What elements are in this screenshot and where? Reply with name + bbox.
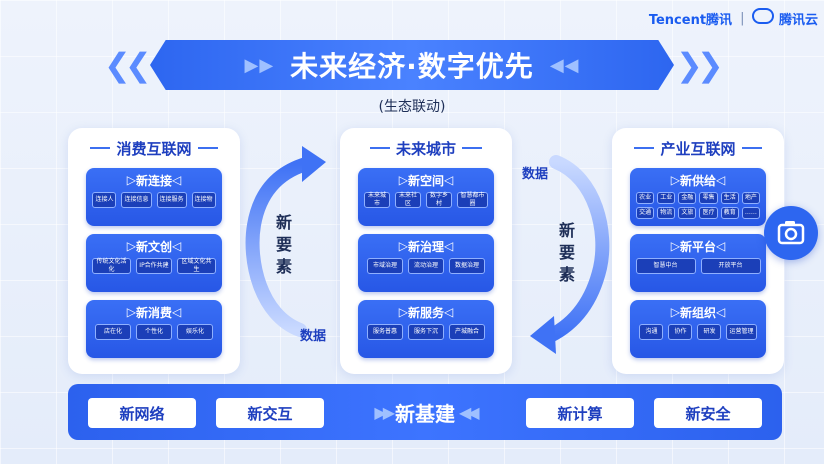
chip: 零售 — [699, 192, 718, 204]
chip: 连接物 — [191, 192, 216, 208]
chip: 数据治理 — [449, 258, 485, 274]
card-title: 新服务 — [407, 305, 444, 320]
title-dash — [741, 147, 762, 149]
chip: 智慧中台 — [635, 258, 696, 274]
chip: …… — [741, 207, 760, 219]
cloud-icon — [752, 8, 775, 24]
chip: 金融 — [678, 192, 697, 204]
chip: 市域治理 — [367, 258, 403, 274]
brand-logo: Tencent腾讯 | 腾讯云 — [649, 8, 818, 28]
card-title: 新消费 — [135, 305, 172, 320]
double-arrow-left-icon: ◀◀ — [459, 402, 480, 422]
chip: 未来社区 — [395, 192, 421, 208]
subtitle: (生态联动) — [378, 99, 446, 115]
chip: 服务下沉 — [408, 324, 444, 340]
logo-separator: | — [740, 10, 745, 26]
right-new-elements-label: 新 要 素 — [558, 221, 575, 284]
chip: 物流 — [657, 207, 676, 219]
chip: 区域文化共生 — [177, 258, 216, 274]
foundation-item-new-security: 新安全 — [654, 398, 762, 428]
chip: 连接信息 — [121, 192, 152, 208]
panel-title: 消费互联网 — [116, 139, 192, 158]
banner-arrow-right-icon: ▶▶ — [244, 54, 275, 76]
chip: 店在化 — [95, 324, 131, 340]
data-label-bottom: 数据 — [300, 329, 327, 344]
card-title: 新平台 — [679, 239, 716, 254]
chip: 工业 — [657, 192, 676, 204]
card-new-cultural-creative: ▷ 新文创 ◁ 传统文化活化 IP合作共建 区域文化共生 — [86, 234, 222, 292]
double-arrow-right-icon: ▶▶ — [374, 402, 395, 422]
card-new-consumption: ▷ 新消费 ◁ 店在化 个性化 娱乐化 — [86, 300, 222, 358]
panel-title: 未来城市 — [395, 139, 456, 158]
chip: 运营管理 — [726, 324, 757, 340]
card-new-connection: ▷ 新连接 ◁ 连接人 连接信息 连接服务 连接物 — [86, 168, 222, 226]
title-dash — [369, 147, 390, 149]
card-new-space: ▷ 新空间 ◁ 未来城市 未来社区 数字乡村 智慧都市圈 — [358, 168, 494, 226]
card-new-service: ▷ 新服务 ◁ 服务普惠 服务下沉 产城融合 — [358, 300, 494, 358]
card-title: 新空间 — [407, 173, 444, 188]
title-dash — [197, 147, 218, 149]
foundation-item-new-computing: 新计算 — [526, 398, 634, 428]
left-chevrons-icon: ❮❮ — [104, 46, 152, 84]
card-title: 新连接 — [135, 173, 172, 188]
panel-industrial-internet: 产业互联网 ▷ 新供给 ◁ 农业 工业 金融 零售 生活 地产 交通 物流 文旅… — [612, 128, 784, 374]
chip: 数字乡村 — [426, 192, 452, 208]
tencent-logo: Tencent腾讯 — [648, 12, 733, 28]
chip: 协作 — [668, 324, 693, 340]
chip: 连接人 — [92, 192, 117, 208]
chip: 流动治理 — [408, 258, 444, 274]
chip: 研发 — [697, 324, 722, 340]
chip: IP合作共建 — [136, 258, 172, 274]
camera-icon — [777, 221, 805, 245]
foundation-bar: 新网络 新交互 ▶▶ 新基建 ◀◀ 新计算 新安全 — [68, 384, 782, 440]
chip: 交通 — [636, 207, 655, 219]
card-new-governance: ▷ 新治理 ◁ 市域治理 流动治理 数据治理 — [358, 234, 494, 292]
card-title: 新治理 — [407, 239, 444, 254]
panel-consumer-internet: 消费互联网 ▷ 新连接 ◁ 连接人 连接信息 连接服务 连接物 ▷ 新文创 ◁ … — [68, 128, 240, 374]
card-new-platform: ▷ 新平台 ◁ 智慧中台 开放平台 — [630, 234, 766, 292]
card-title: 新组织 — [679, 305, 716, 320]
title-dash — [462, 147, 482, 149]
chip: 传统文化活化 — [92, 258, 131, 274]
chip: 个性化 — [136, 324, 172, 340]
chip: 农业 — [636, 192, 655, 204]
card-title: 新供给 — [679, 173, 716, 188]
foundation-center: ▶▶ 新基建 ◀◀ — [328, 394, 522, 430]
chip: 教育 — [720, 207, 739, 219]
card-new-supply: ▷ 新供给 ◁ 农业 工业 金融 零售 生活 地产 交通 物流 文旅 医疗 教育… — [630, 168, 766, 226]
chip: 产城融合 — [449, 324, 485, 340]
chip: 沟通 — [639, 324, 664, 340]
chip: 智慧都市圈 — [457, 192, 488, 208]
chip: 未来城市 — [364, 192, 390, 208]
panel-title: 产业互联网 — [660, 139, 736, 158]
left-new-elements-label: 新 要 素 — [275, 213, 292, 276]
foundation-item-new-interaction: 新交互 — [216, 398, 324, 428]
foundation-title: 新基建 — [395, 401, 455, 426]
chip: 文旅 — [678, 207, 697, 219]
camera-button[interactable] — [764, 206, 818, 260]
foundation-item-new-network: 新网络 — [88, 398, 196, 428]
chip: 医疗 — [699, 207, 718, 219]
banner-arrow-left-icon: ◀◀ — [549, 54, 580, 76]
right-chevrons-icon: ❯❯ — [676, 46, 724, 84]
chip: 娱乐化 — [177, 324, 213, 340]
card-new-organization: ▷ 新组织 ◁ 沟通 协作 研发 运营管理 — [630, 300, 766, 358]
chip: 连接服务 — [156, 192, 187, 208]
chip: 服务普惠 — [367, 324, 403, 340]
title-banner: ▶▶ 未来经济·数字优先 ◀◀ — [150, 40, 674, 90]
page-title: 未来经济·数字优先 — [290, 50, 534, 83]
data-label-top: 数据 — [522, 167, 549, 182]
tencent-cloud-logo: 腾讯云 — [752, 8, 818, 28]
chip: 开放平台 — [700, 258, 761, 274]
chip: 生活 — [720, 192, 739, 204]
title-dash — [634, 147, 655, 149]
title-dash — [90, 147, 111, 149]
left-loop-arrow-icon — [245, 146, 326, 337]
card-title: 新文创 — [135, 239, 172, 254]
chip: 地产 — [741, 192, 760, 204]
panel-future-city: 未来城市 ▷ 新空间 ◁ 未来城市 未来社区 数字乡村 智慧都市圈 ▷ 新治理 … — [340, 128, 512, 374]
right-loop-arrow-icon — [530, 155, 610, 354]
